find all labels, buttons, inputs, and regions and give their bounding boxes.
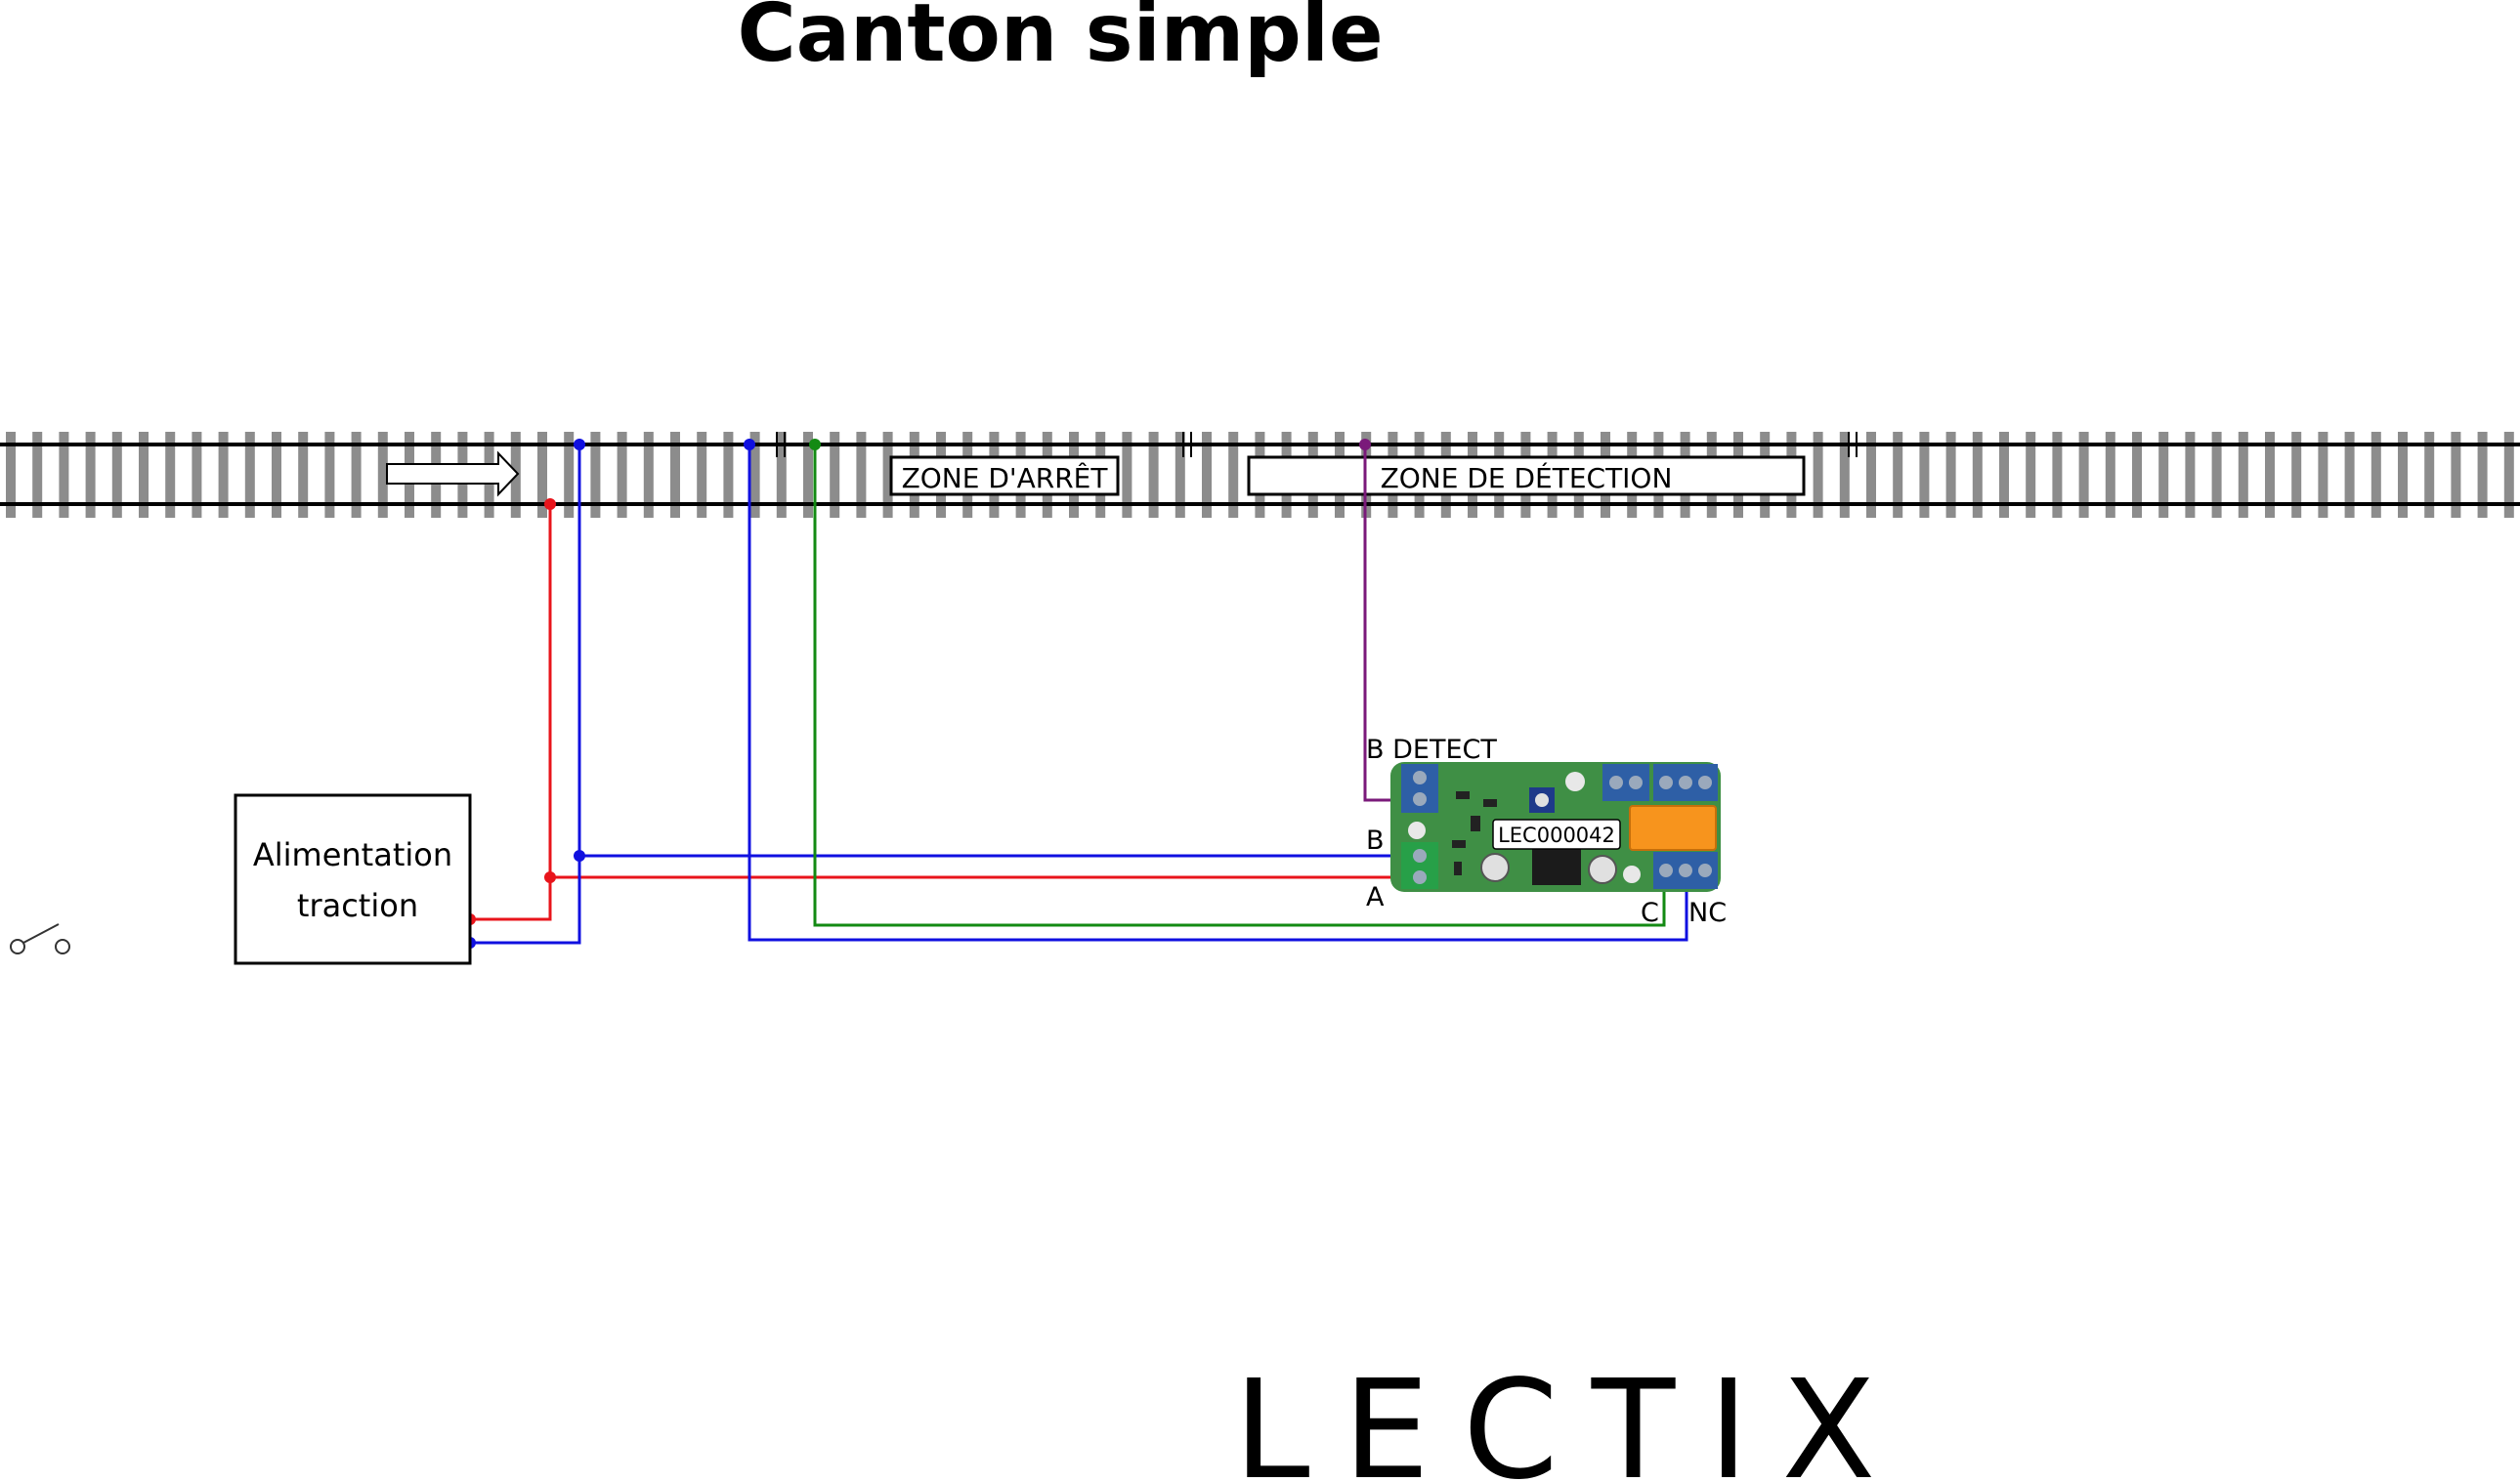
track-sleeper bbox=[244, 432, 255, 518]
track-sleeper bbox=[218, 432, 229, 518]
svg-text:ZONE DE DÉTECTION: ZONE DE DÉTECTION bbox=[1381, 461, 1673, 494]
track-sleeper bbox=[1148, 432, 1159, 518]
terminal-label-b-detect: B DETECT bbox=[1366, 735, 1497, 765]
page-title: Canton simple bbox=[737, 0, 1383, 80]
track-sleeper bbox=[2503, 432, 2514, 518]
module-reference-label: LEC000042 bbox=[1492, 819, 1621, 850]
track-sleeper bbox=[351, 432, 362, 518]
terminal-label-b: B bbox=[1366, 826, 1385, 856]
track-sleeper bbox=[85, 432, 96, 518]
track-sleeper bbox=[1175, 432, 1185, 518]
track-sleeper bbox=[1999, 432, 2009, 518]
detection-module: LEC000042 bbox=[1390, 762, 1721, 892]
power-supply-box: Alimentation traction bbox=[234, 793, 472, 965]
rail-gap-1 bbox=[776, 432, 786, 457]
track-sleeper bbox=[1866, 432, 1876, 518]
track-sleeper bbox=[856, 432, 867, 518]
wire-b-track bbox=[470, 445, 581, 945]
track-sleeper bbox=[2158, 432, 2169, 518]
track-sleeper bbox=[139, 432, 149, 518]
svg-text:LEC000042: LEC000042 bbox=[1498, 824, 1615, 847]
track-sleeper bbox=[723, 432, 734, 518]
direction-arrow-icon bbox=[386, 450, 520, 497]
track-sleeper bbox=[1839, 432, 1850, 518]
track-sleeper bbox=[2105, 432, 2115, 518]
track-sleeper bbox=[32, 432, 43, 518]
wire-c bbox=[813, 445, 1666, 927]
track-sleeper bbox=[1972, 432, 1983, 518]
junction-dot bbox=[744, 439, 755, 450]
track-sleeper bbox=[59, 432, 69, 518]
rail-gap-3 bbox=[1848, 432, 1858, 457]
track-sleeper bbox=[2265, 432, 2275, 518]
track-sleeper bbox=[1228, 432, 1239, 518]
track-sleeper bbox=[2344, 432, 2355, 518]
svg-text:ZONE D'ARRÊT: ZONE D'ARRÊT bbox=[902, 461, 1109, 494]
track-sleeper bbox=[2185, 432, 2196, 518]
track-sleeper bbox=[643, 432, 654, 518]
track-sleeper bbox=[697, 432, 707, 518]
terminal-label-a: A bbox=[1366, 882, 1385, 912]
track-sleeper bbox=[2451, 432, 2461, 518]
switch-icon bbox=[10, 923, 70, 954]
zone-stop-label: ZONE D'ARRÊT bbox=[889, 455, 1120, 496]
track-sleeper bbox=[590, 432, 601, 518]
track-sleeper bbox=[749, 432, 760, 518]
track-sleeper bbox=[2371, 432, 2381, 518]
track-sleeper bbox=[377, 432, 388, 518]
track-sleeper bbox=[1122, 432, 1132, 518]
track-sleeper bbox=[1893, 432, 1903, 518]
wires bbox=[470, 445, 1688, 945]
junction-dot bbox=[809, 439, 821, 450]
track-sleeper bbox=[1202, 432, 1212, 518]
track-sleeper bbox=[324, 432, 335, 518]
junction-dot bbox=[574, 850, 585, 862]
terminal-label-c: C bbox=[1641, 898, 1659, 928]
track-sleeper bbox=[2238, 432, 2248, 518]
track-sleeper bbox=[2132, 432, 2142, 518]
track-sleeper bbox=[2398, 432, 2408, 518]
lectix-logo: LECTIX bbox=[1234, 1351, 1909, 1482]
junction-dot bbox=[544, 498, 556, 510]
track-sleeper bbox=[830, 432, 840, 518]
track-sleeper bbox=[1813, 432, 1823, 518]
track-sleeper bbox=[165, 432, 176, 518]
track-sleeper bbox=[2291, 432, 2302, 518]
track-sleeper bbox=[2026, 432, 2036, 518]
track-sleeper bbox=[2318, 432, 2328, 518]
track-sleeper bbox=[6, 432, 16, 518]
track-sleeper bbox=[670, 432, 680, 518]
track-sleeper bbox=[564, 432, 575, 518]
track-sleeper bbox=[2211, 432, 2222, 518]
track-sleeper bbox=[272, 432, 281, 518]
track-sleeper bbox=[882, 432, 893, 518]
terminal-label-nc: NC bbox=[1688, 898, 1727, 928]
wire-a-track bbox=[470, 504, 552, 921]
track-sleeper bbox=[2477, 432, 2488, 518]
track-sleeper bbox=[2424, 432, 2435, 518]
svg-text:Alimentation: Alimentation bbox=[253, 836, 452, 873]
track-sleeper bbox=[1945, 432, 1956, 518]
track-sleeper bbox=[776, 432, 787, 518]
junction-dot bbox=[544, 871, 556, 883]
track-sleeper bbox=[2078, 432, 2089, 518]
relay bbox=[1629, 805, 1717, 851]
track-sleeper bbox=[617, 432, 627, 518]
svg-text:traction: traction bbox=[297, 887, 418, 924]
zone-detection-label: ZONE DE DÉTECTION bbox=[1247, 455, 1806, 496]
track-sleeper bbox=[1919, 432, 1930, 518]
track-sleeper bbox=[298, 432, 309, 518]
track-sleeper bbox=[537, 432, 547, 518]
track-sleeper bbox=[111, 432, 122, 518]
track-sleeper bbox=[803, 432, 813, 518]
wire-nc bbox=[747, 445, 1688, 942]
rail-gap-2 bbox=[1182, 432, 1192, 457]
junction-dot bbox=[574, 439, 585, 450]
track-sleeper bbox=[2052, 432, 2063, 518]
junction-dot bbox=[1359, 439, 1371, 450]
track-sleeper bbox=[192, 432, 202, 518]
